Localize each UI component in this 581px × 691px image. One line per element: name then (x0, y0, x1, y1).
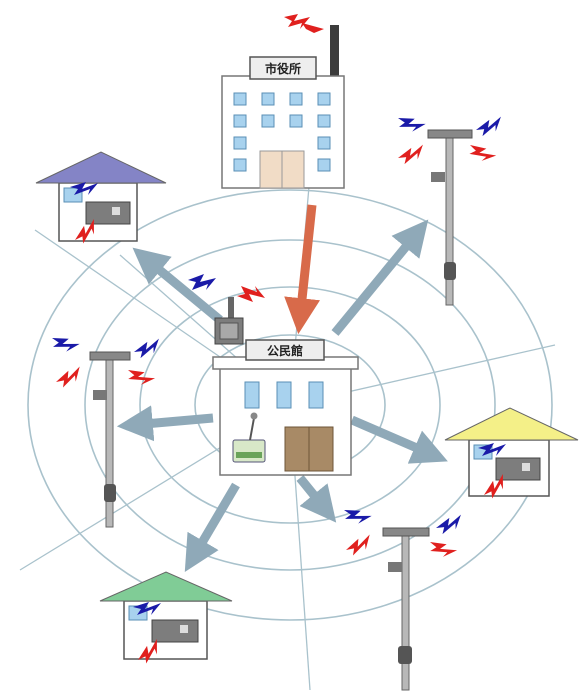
broadcast-arrow-to-house-right (350, 415, 448, 464)
house-roof (35, 151, 167, 184)
signal-lightning-icon (284, 14, 324, 33)
antenna-icon (214, 297, 244, 345)
community-center-building: 公民館 (188, 274, 359, 476)
broadcast-arrows (116, 219, 448, 572)
signal-lightning-icon (466, 140, 497, 166)
broadcast-arrow-to-speaker-upper-right (331, 219, 429, 336)
receiver-box-icon (495, 457, 541, 481)
broadcast-arrow-to-house-lower-left (184, 482, 240, 572)
signal-lightning-icon (124, 365, 156, 390)
broadcast-arrow-to-house-upper-left (132, 247, 223, 324)
city-hall-sign (249, 56, 317, 80)
speaker-pole-lower-right (341, 505, 466, 691)
microphone-console-icon (232, 412, 266, 463)
signal-lightning-icon (343, 533, 375, 558)
broadcast-arrow-to-speaker-left (116, 405, 214, 442)
signal-lightning-icon (49, 333, 81, 356)
receiver-box-icon (85, 201, 131, 225)
wave-ring-3 (84, 239, 496, 571)
city-hall-sign-text: 市役所 (265, 61, 301, 76)
house-roof (99, 571, 233, 602)
community-center-windows (244, 381, 324, 409)
city-hall-building: 市役所 (221, 14, 345, 189)
signal-lightning-icon (426, 537, 458, 562)
house-roof (444, 407, 579, 441)
speaker-pole-left (49, 333, 164, 528)
city-hall-windows (233, 92, 331, 172)
wave-ring-2 (139, 286, 441, 524)
signal-lightning-icon (188, 274, 216, 290)
signal-lightning-icon (395, 113, 427, 136)
city-hall-antenna (330, 25, 339, 77)
speaker-pole-icon (401, 529, 410, 691)
broadcast-arrow-to-speaker-lower-right (296, 475, 337, 523)
uplink-arrow-city-hall-to-center (284, 204, 320, 335)
community-center-sign (245, 339, 325, 361)
wave-ring-4 (27, 189, 553, 621)
community-center-sign-text: 公民館 (267, 343, 303, 358)
signal-lightning-icon (474, 115, 506, 138)
signal-lightning-icon (434, 513, 466, 536)
house-upper-left (35, 151, 167, 247)
signal-lightning-icon (396, 143, 428, 166)
signal-lightning-icon (53, 365, 85, 390)
house-right (444, 407, 579, 502)
speaker-pole-upper-right (395, 113, 506, 306)
signal-lightning-icon (341, 505, 373, 528)
signal-lightning-icon (237, 286, 265, 302)
house-lower-left (99, 571, 233, 667)
receiver-box-icon (151, 619, 199, 643)
